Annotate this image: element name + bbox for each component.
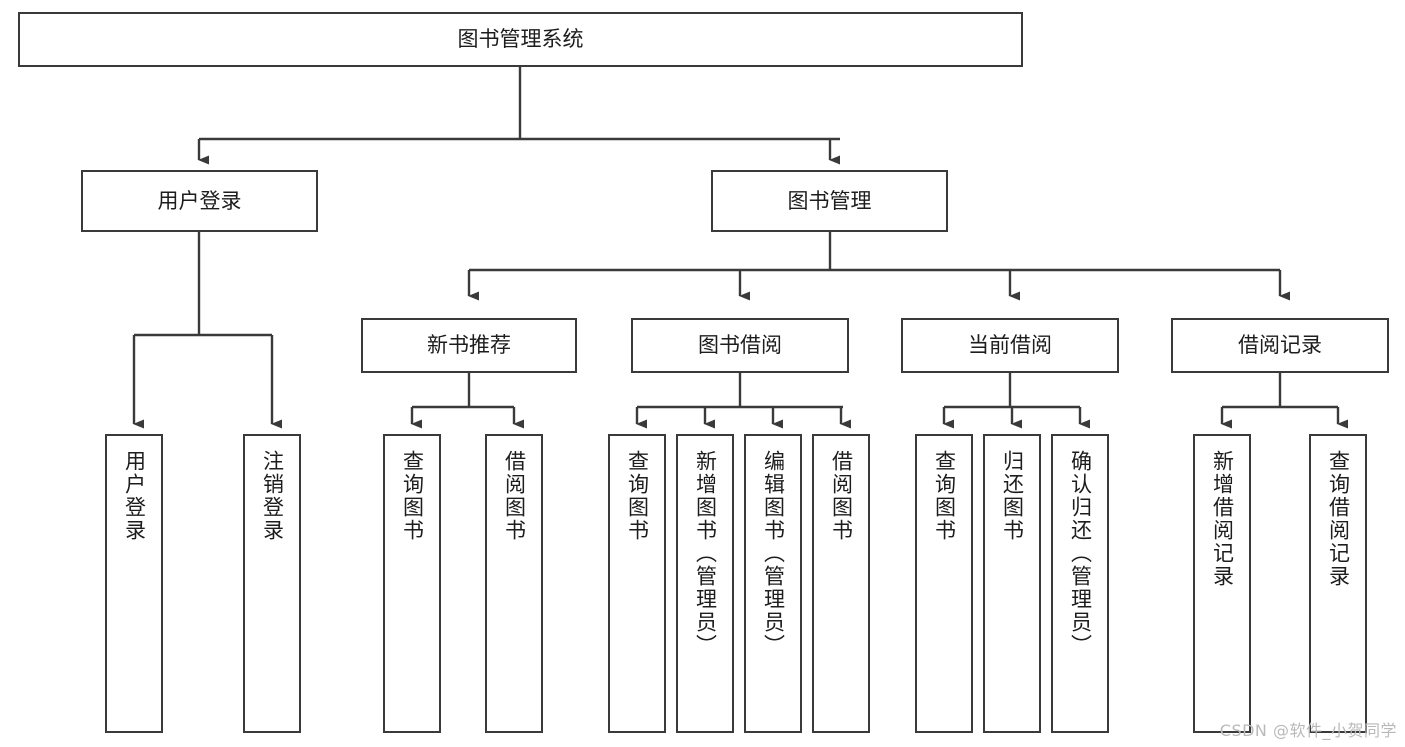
node-root-book-management-system[interactable]: 图书管理系统 [18,12,1023,67]
node-book-manage[interactable]: 图书管理 [711,170,948,232]
node-leaf-logout-login-label: 注销登录 [260,450,285,542]
node-book-borrow[interactable]: 图书借阅 [631,318,849,373]
node-leaf-borrow-book-1[interactable]: 借阅图书 [485,434,543,733]
watermark: CSDN @软件_小贺同学 [1219,721,1397,740]
node-leaf-borrow-book-2-label: 借阅图书 [829,450,854,542]
node-leaf-add-book[interactable]: 新增图书（管理员） [676,434,734,733]
node-user-login[interactable]: 用户登录 [81,170,318,232]
node-leaf-edit-book-label: 编辑图书（管理员） [761,450,786,657]
node-borrow-record-label: 借阅记录 [1238,333,1322,358]
node-leaf-add-record[interactable]: 新增借阅记录 [1193,434,1251,733]
node-leaf-user-login[interactable]: 用户登录 [105,434,163,733]
node-leaf-borrow-book-2[interactable]: 借阅图书 [812,434,870,733]
node-leaf-borrow-book-1-label: 借阅图书 [502,450,527,542]
node-current-borrow[interactable]: 当前借阅 [901,318,1119,373]
node-leaf-query-record-label: 查询借阅记录 [1326,450,1351,588]
node-leaf-query-book-3-label: 查询图书 [932,450,957,542]
node-new-book-recommend-label: 新书推荐 [427,333,511,358]
node-leaf-confirm-return[interactable]: 确认归还（管理员） [1051,434,1109,733]
node-book-borrow-label: 图书借阅 [698,333,782,358]
node-leaf-query-book-2[interactable]: 查询图书 [608,434,666,733]
node-leaf-add-record-label: 新增借阅记录 [1210,450,1235,588]
node-leaf-query-book-1-label: 查询图书 [400,450,425,542]
node-book-manage-label: 图书管理 [787,188,872,213]
node-leaf-user-login-label: 用户登录 [122,450,147,542]
node-root-label: 图书管理系统 [457,27,584,52]
node-leaf-add-book-label: 新增图书（管理员） [693,450,718,657]
node-leaf-confirm-return-label: 确认归还（管理员） [1068,450,1093,657]
node-user-login-label: 用户登录 [157,188,242,213]
node-current-borrow-label: 当前借阅 [968,333,1052,358]
node-leaf-query-book-1[interactable]: 查询图书 [383,434,441,733]
node-leaf-edit-book[interactable]: 编辑图书（管理员） [744,434,802,733]
node-leaf-query-book-3[interactable]: 查询图书 [915,434,973,733]
node-leaf-return-book[interactable]: 归还图书 [983,434,1041,733]
node-leaf-query-record[interactable]: 查询借阅记录 [1309,434,1367,733]
node-new-book-recommend[interactable]: 新书推荐 [361,318,577,373]
node-leaf-logout-login[interactable]: 注销登录 [243,434,301,733]
node-leaf-return-book-label: 归还图书 [1000,450,1025,542]
node-borrow-record[interactable]: 借阅记录 [1171,318,1389,373]
node-leaf-query-book-2-label: 查询图书 [625,450,650,542]
